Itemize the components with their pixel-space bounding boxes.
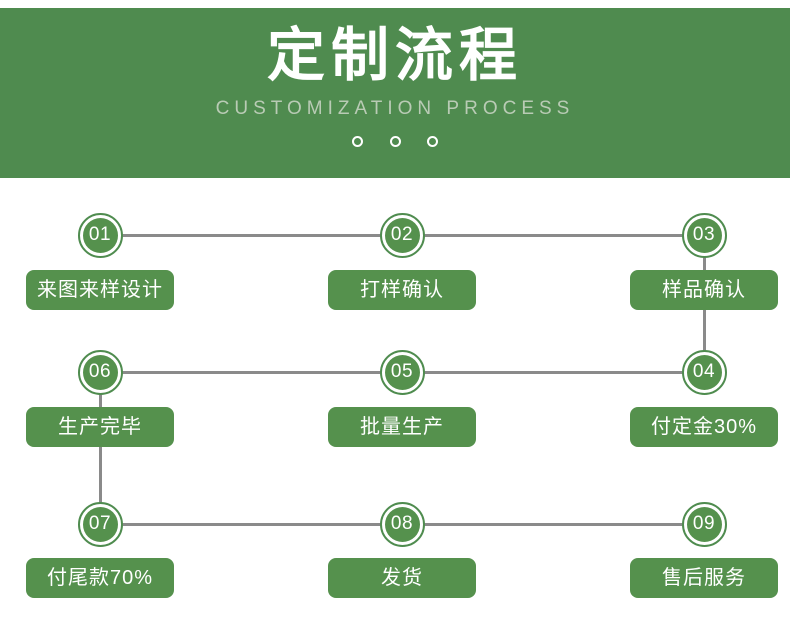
step-number-07: 07 (88, 513, 112, 534)
step-circle-02-fill: 02 (384, 217, 420, 253)
header-banner: 定制流程 CUSTOMIZATION PROCESS (0, 8, 790, 178)
step-label-06: 生产完毕 (26, 407, 174, 447)
decorative-dots (0, 135, 790, 147)
step-circle-01-fill: 01 (82, 217, 118, 253)
step-label-01: 来图来样设计 (26, 270, 174, 310)
step-circle-03: 03 (681, 212, 727, 258)
step-circle-01: 01 (77, 212, 123, 258)
step-label-03: 样品确认 (630, 270, 778, 310)
step-circle-04: 04 (681, 349, 727, 395)
step-number-04: 04 (692, 361, 716, 382)
step-label-09: 售后服务 (630, 558, 778, 598)
step-label-05: 批量生产 (328, 407, 476, 447)
step-circle-07: 07 (77, 501, 123, 547)
step-circle-03-fill: 03 (686, 217, 722, 253)
step-number-01: 01 (88, 224, 112, 245)
step-number-02: 02 (390, 224, 414, 245)
dot-icon (389, 135, 401, 147)
step-circle-04-fill: 04 (686, 354, 722, 390)
top-margin (0, 0, 790, 8)
step-circle-08: 08 (379, 501, 425, 547)
step-label-02: 打样确认 (328, 270, 476, 310)
step-circle-07-fill: 07 (82, 506, 118, 542)
connector-line-step6-to-step7 (98, 372, 102, 524)
step-number-08: 08 (390, 513, 414, 534)
process-flow-diagram: 01 02 03 来图来样设计 打样确认 样品确认 06 05 04 生产完毕 … (0, 178, 790, 627)
dot-icon (352, 135, 364, 147)
step-number-09: 09 (692, 513, 716, 534)
step-circle-09: 09 (681, 501, 727, 547)
step-number-05: 05 (390, 361, 414, 382)
step-label-08: 发货 (328, 558, 476, 598)
page-subtitle: CUSTOMIZATION PROCESS (215, 97, 575, 119)
step-label-07: 付尾款70% (26, 558, 174, 598)
step-label-04: 付定金30% (630, 407, 778, 447)
step-circle-06: 06 (77, 349, 123, 395)
step-circle-05: 05 (379, 349, 425, 395)
page-title: 定制流程 (266, 23, 523, 88)
step-number-06: 06 (88, 361, 112, 382)
step-circle-02: 02 (379, 212, 425, 258)
step-circle-09-fill: 09 (686, 506, 722, 542)
dot-icon (426, 135, 438, 147)
step-circle-08-fill: 08 (384, 506, 420, 542)
step-circle-05-fill: 05 (384, 354, 420, 390)
step-number-03: 03 (692, 224, 716, 245)
step-circle-06-fill: 06 (82, 354, 118, 390)
